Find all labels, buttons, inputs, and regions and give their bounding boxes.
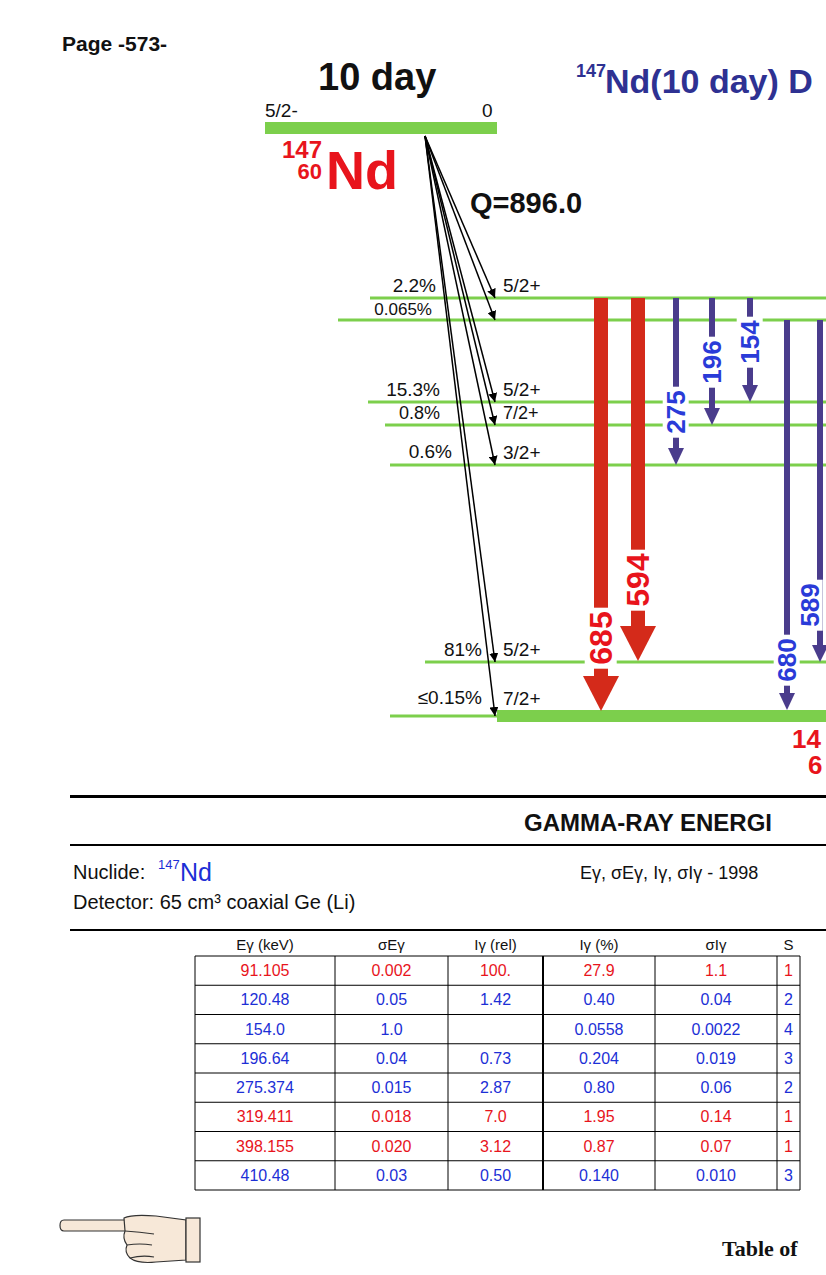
table-cell: 100. [448,956,543,985]
q-value: Q=896.0 [470,189,582,218]
table-cell: 0.018 [335,1102,448,1131]
table-cell: 3 [777,1161,800,1190]
table-cell: 1.95 [543,1102,655,1131]
gamma-energy: 196 [699,336,725,387]
mass-number: 147 [158,858,180,871]
table-cell: 91.105 [195,956,335,985]
table-cell: 1 [777,1102,800,1131]
table-cell: 2 [777,1073,800,1102]
table-cell: 410.48 [195,1161,335,1190]
mass-number: 147 [282,138,322,162]
table-cell: 1.1 [655,956,777,985]
table-cell: 0.002 [335,956,448,985]
table-cell: 0.020 [335,1132,448,1161]
spin-parity: 3/2+ [503,443,541,462]
branch-percent: 0.8% [399,404,440,422]
branch-percent: 0.065% [374,301,432,318]
table-cell: 0.03 [335,1161,448,1190]
table-cell: 4 [777,1015,800,1044]
spin-parity: 5/2+ [503,640,541,659]
table-header: Iγ (%) [543,934,655,956]
table-cell: 0.50 [448,1161,543,1190]
table-cell: 7.0 [448,1102,543,1131]
spin-parity: 7/2+ [503,404,539,422]
nuclide-symbol: Nd [180,860,212,885]
table-cell: 0.14 [655,1102,777,1131]
table-cell: 1 [777,1132,800,1161]
table-cell: 275.374 [195,1073,335,1102]
table-header: σEγ [335,934,448,956]
table-cell: 2 [777,985,800,1014]
atomic-number: 60 [298,161,322,183]
table-cell: 3 [777,1044,800,1073]
branch-percent: ≤0.15% [418,688,482,707]
table-cell: 1 [777,956,800,985]
branch-percent: 81% [444,640,482,659]
table-cell: 1.0 [335,1015,448,1044]
section-heading: GAMMA-RAY ENERGI [524,811,772,835]
table-cell: 2.87 [448,1073,543,1102]
table-cell: 154.0 [195,1015,335,1044]
table-cell: 398.155 [195,1132,335,1161]
table-header: σIγ [655,934,777,956]
level-energy: 0 [482,101,493,120]
gamma-energy: 594 [622,549,654,610]
table-cell: 0.204 [543,1044,655,1073]
table-cell: 0.80 [543,1073,655,1102]
gamma-energy: 685 [585,607,617,668]
spin-parity: 7/2+ [503,689,541,708]
gamma-energy: 589 [797,579,823,630]
table-cell: 0.019 [655,1044,777,1073]
table-header: S [777,934,800,956]
page-number: Page -573- [62,33,167,54]
spin-parity: 5/2+ [503,380,541,399]
table-header: Eγ (keV) [195,934,335,956]
gamma-energy: 275 [663,386,689,437]
branch-percent: 2.2% [393,276,436,295]
table-cell: 27.9 [543,956,655,985]
table-cell: 3.12 [448,1132,543,1161]
table-cell: 0.04 [335,1044,448,1073]
table-cell: 0.40 [543,985,655,1014]
table-cell: 0.73 [448,1044,543,1073]
table-cell: 0.0022 [655,1015,777,1044]
spin-parity: 5/2+ [503,276,541,295]
branch-percent: 15.3% [386,380,440,399]
branch-percent: 0.6% [409,442,452,461]
mass-number: 147 [576,62,606,80]
table-cell: 120.48 [195,985,335,1014]
table-cell: 0.04 [655,985,777,1014]
element-symbol: Nd [326,143,398,197]
table-cell: 0.0558 [543,1015,655,1044]
table-cell: 0.140 [543,1161,655,1190]
gamma-energy: 680 [774,634,800,685]
data-source: Eγ, σEγ, Iγ, σIγ - 1998 [580,864,758,882]
table-cell: 1.42 [448,985,543,1014]
table-cell: 319.411 [195,1102,335,1131]
half-life: 10 day [318,58,436,96]
detector-note: Detector: 65 cm³ coaxial Ge (Li) [73,892,355,912]
spin-parity: 5/2- [265,101,298,120]
table-cell: 0.015 [335,1073,448,1102]
table-cell: 0.87 [543,1132,655,1161]
table-header: Iγ (rel) [448,934,543,956]
gamma-energy: 154 [737,316,763,367]
table-cell: 0.010 [655,1161,777,1190]
table-cell: 0.06 [655,1073,777,1102]
chart-title: Nd(10 day) D [605,64,813,98]
table-cell: 0.05 [335,985,448,1014]
table-cell: 196.64 [195,1044,335,1073]
table-cell: 0.07 [655,1132,777,1161]
mass-number: 14 [792,726,821,752]
atomic-number: 6 [808,752,822,778]
footer-title: Table of [722,1238,798,1260]
field-label: Nuclide: [73,862,145,882]
